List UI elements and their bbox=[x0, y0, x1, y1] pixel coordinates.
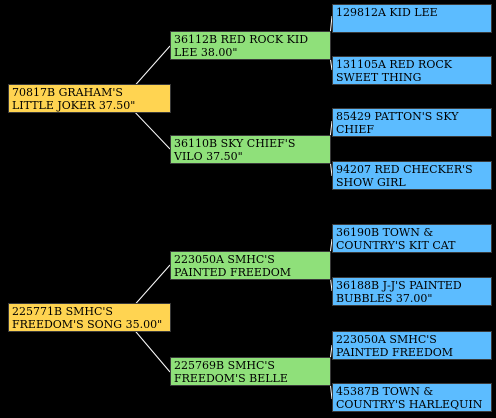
horse-sire-2[interactable]: 223050A SMHC'S PAINTED FREEDOM 34.00" (H… bbox=[170, 251, 331, 280]
horse-sire-sire-2[interactable]: 36190B TOWN & COUNTRY'S KIT CAT 37.50" (… bbox=[332, 224, 492, 253]
horse-dam-sire-1[interactable]: 85429 PATTON'S SKY CHIEF bbox=[332, 108, 492, 137]
horse-sire-sire-1[interactable]: 129812A KID LEE bbox=[332, 4, 492, 33]
horse-dam-sire-2[interactable]: 223050A SMHC'S PAINTED FREEDOM 34.00" (H… bbox=[332, 331, 492, 360]
connector-root2-sire bbox=[130, 264, 171, 310]
horse-dam-2[interactable]: 225769B SMHC'S FREEDOM'S BELLE 37.00" bbox=[170, 357, 331, 386]
horse-dam-1[interactable]: 36110B SKY CHIEF'S VILO 37.50" bbox=[170, 135, 331, 164]
horse-root-1[interactable]: 70817B GRAHAM'S LITTLE JOKER 37.50" bbox=[8, 84, 171, 113]
horse-root-2[interactable]: 225771B SMHC'S FREEDOM'S SONG 35.00" bbox=[8, 303, 171, 332]
connector-root1-sire bbox=[130, 45, 171, 91]
horse-dam-dam-2[interactable]: 45387B TOWN & COUNTRY'S HARLEQUIN 37.00" bbox=[332, 383, 492, 412]
connector-root1-dam bbox=[130, 107, 171, 150]
horse-sire-dam-2[interactable]: 36188B J-J'S PAINTED BUBBLES 37.00" bbox=[332, 277, 492, 306]
horse-sire-1[interactable]: 36112B RED ROCK KID LEE 38.00" bbox=[170, 31, 331, 60]
horse-sire-dam-1[interactable]: 131105A RED ROCK SWEET THING bbox=[332, 56, 492, 85]
connector-root2-dam bbox=[130, 325, 171, 373]
horse-dam-dam-1[interactable]: 94207 RED CHECKER'S SHOW GIRL bbox=[332, 161, 492, 190]
